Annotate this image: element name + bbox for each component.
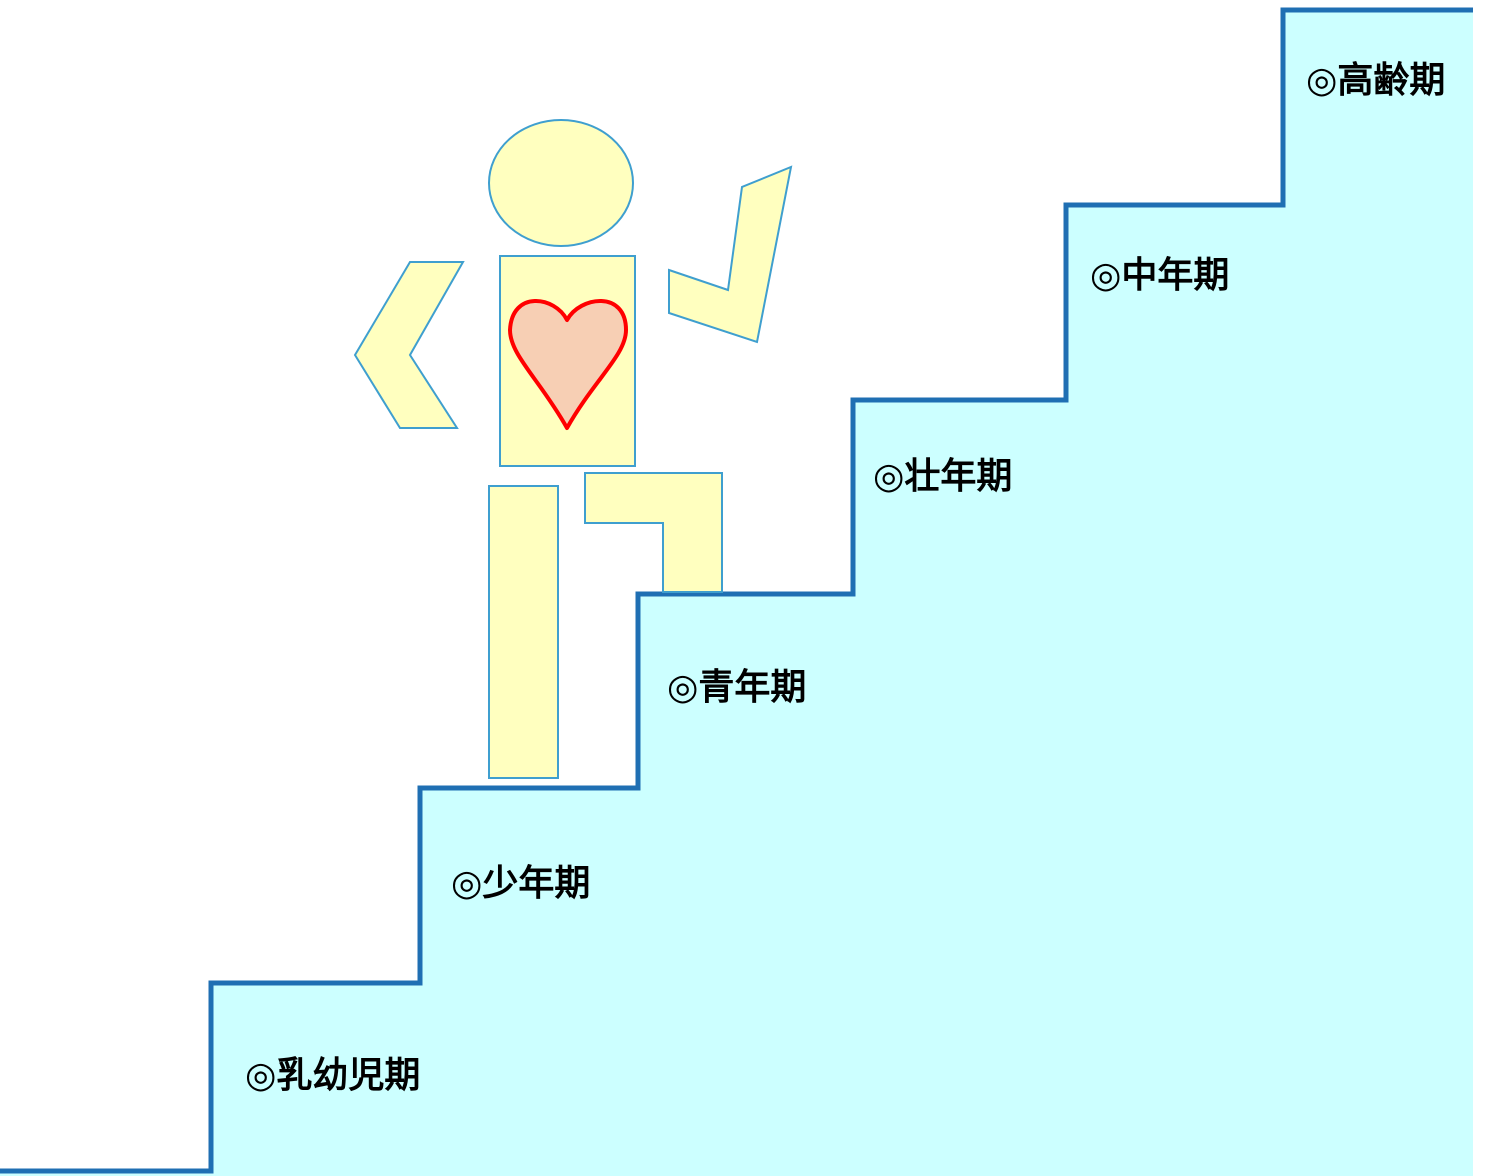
- left-arm-shape: [353, 261, 465, 429]
- staircase-outline: [0, 7, 1473, 1174]
- staircase-fill: [0, 10, 1473, 1176]
- right-arm-shape: [668, 165, 793, 344]
- head-shape: [488, 119, 634, 247]
- stage-label-childhood: ◎少年期: [451, 863, 591, 904]
- stage-label-infancy: ◎乳幼児期: [245, 1055, 421, 1096]
- stage-label-old-age: ◎高齢期: [1306, 60, 1446, 101]
- stage-label-youth: ◎青年期: [667, 667, 807, 708]
- stage-label-middle-age: ◎中年期: [1090, 255, 1230, 296]
- raised-leg-shape: [584, 472, 723, 593]
- standing-leg-shape: [488, 485, 559, 779]
- stage-label-prime: ◎壮年期: [873, 456, 1013, 497]
- heart-icon: [508, 299, 628, 430]
